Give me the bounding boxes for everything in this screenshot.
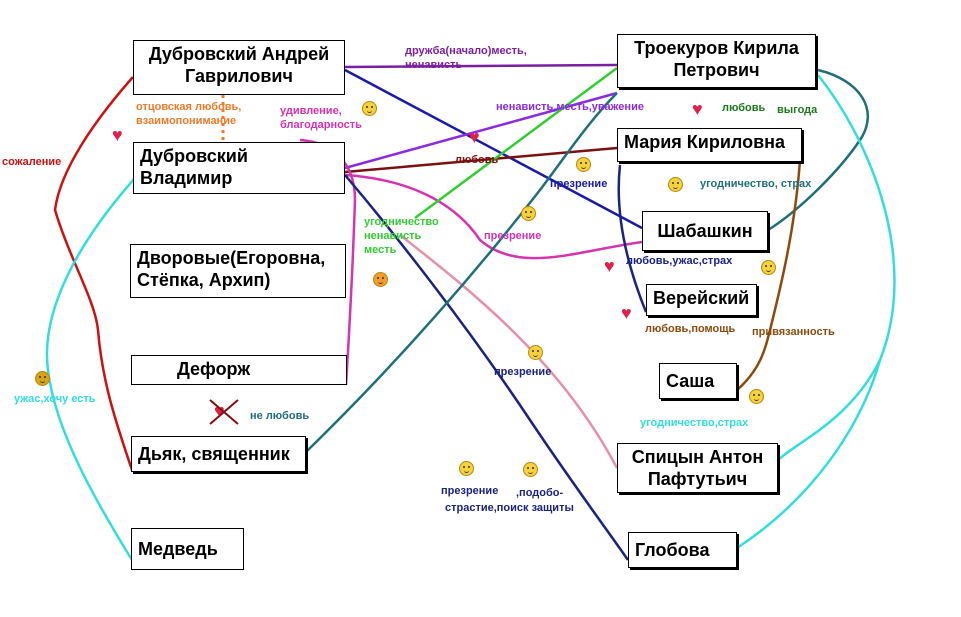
- heart-icon: ♥: [112, 125, 123, 145]
- label-otsovskaya: отцовская любовь, взаимопонимание: [136, 101, 242, 127]
- edge-ugodnichestvo: [414, 66, 618, 220]
- laughing-smiley-icon: [523, 462, 538, 477]
- smiley-icon: [668, 177, 683, 192]
- edge-lyubov: [344, 146, 618, 174]
- heart-icon: ♥: [621, 303, 632, 323]
- scared-smiley-icon: [35, 371, 50, 386]
- label-uzhas-khochu: ужас,хочу есть: [14, 393, 96, 405]
- label-nenavist-mest: ненависть,месть,уважение: [496, 101, 644, 113]
- heart-icon: ♥: [604, 256, 615, 276]
- edge-prezrenie-shabashkin: [344, 173, 643, 260]
- node-troekurov: Троекуров Кирила Петрович: [617, 34, 816, 88]
- label-lyubov-pomoshch: любовь,помощь: [645, 323, 736, 335]
- label-sozhalenie: сожаление: [2, 156, 62, 168]
- label-prezrenie-2: презрение: [484, 230, 542, 242]
- edge-globova: [344, 174, 630, 561]
- node-andrey: Дубровский Андрей Гаврилович: [133, 40, 345, 95]
- smiley-icon: [761, 260, 776, 275]
- label-ugodnichestvo-nenavist: угодничество ненависть месть: [364, 216, 439, 256]
- label-druzhba: дружба(начало)месть, ненависть: [405, 45, 527, 71]
- label-podobo: ,подобо-: [516, 487, 564, 499]
- node-sasha: Саша: [659, 363, 737, 399]
- label-lyubov-vygoda-2: выгода: [777, 104, 818, 116]
- node-deforzh: Дефорж: [131, 355, 347, 385]
- label-ugodnichestvo-strakh-2: угодничество,страх: [640, 417, 749, 429]
- node-vereysky: Верейский: [646, 284, 757, 316]
- label-prezrenie-3: презрение: [494, 366, 552, 378]
- label-lyubov-vygoda-1: любовь: [722, 102, 766, 114]
- smiley-icon: [749, 389, 764, 404]
- angry-smiley-icon: [373, 272, 388, 287]
- label-lyubov: любовь: [455, 154, 499, 166]
- node-shabashkin: Шабашкин: [642, 211, 768, 251]
- label-prezrenie-1: презрение: [550, 178, 608, 190]
- label-privyazannost: привязанность: [752, 326, 835, 338]
- smiley-icon: [459, 461, 474, 476]
- node-maria: Мария Кириловна: [617, 128, 802, 162]
- node-medved: Медведь: [131, 528, 244, 570]
- edge-ugodnichestvo-strakh-2: [777, 74, 896, 461]
- cross-icon: [209, 399, 239, 425]
- edge-spitsyn: [399, 234, 619, 469]
- heart-icon: ♥: [692, 99, 703, 119]
- label-ne-lyubov: не любовь: [250, 410, 310, 422]
- node-spitsyn: Спицын Антон Пафтутьич: [617, 443, 778, 493]
- edge-lyubov-uzhas: [617, 164, 648, 313]
- smiley-icon: [362, 101, 377, 116]
- edge-nenavist: [344, 91, 618, 170]
- label-lyubov-uzhas: любовь,ужас,страх: [626, 255, 733, 267]
- node-globova: Глобова: [628, 532, 737, 568]
- edge-sozhalenie: [53, 76, 134, 471]
- label-prezrenie-4: презрение: [441, 485, 499, 497]
- label-udivlenie: удивление, благодарность: [280, 105, 362, 131]
- label-ugodnichestvo-strakh-1: угодничество, страх: [700, 178, 812, 190]
- heart-icon: ♥: [469, 127, 480, 147]
- node-vladimir: Дубровский Владимир: [133, 142, 345, 194]
- smiley-icon: [521, 206, 536, 221]
- edge-druzhba: [344, 63, 618, 69]
- edge-medved: [45, 177, 136, 561]
- node-dyak: Дьяк, священник: [131, 436, 306, 472]
- label-strastie: страстие,поиск защиты: [445, 502, 574, 514]
- edge-andrey-shabashkin: [344, 68, 643, 230]
- smiley-icon: [576, 157, 591, 172]
- smiley-icon: [528, 345, 543, 360]
- crossed-heart-icon: ♥: [214, 401, 225, 421]
- edge-privyazannost: [736, 159, 802, 391]
- edge-globova-strakh: [736, 359, 882, 550]
- node-dvorovye: Дворовые(Егоровна, Стёпка, Архип): [130, 244, 346, 298]
- edge-ne-lyubov: [305, 92, 618, 453]
